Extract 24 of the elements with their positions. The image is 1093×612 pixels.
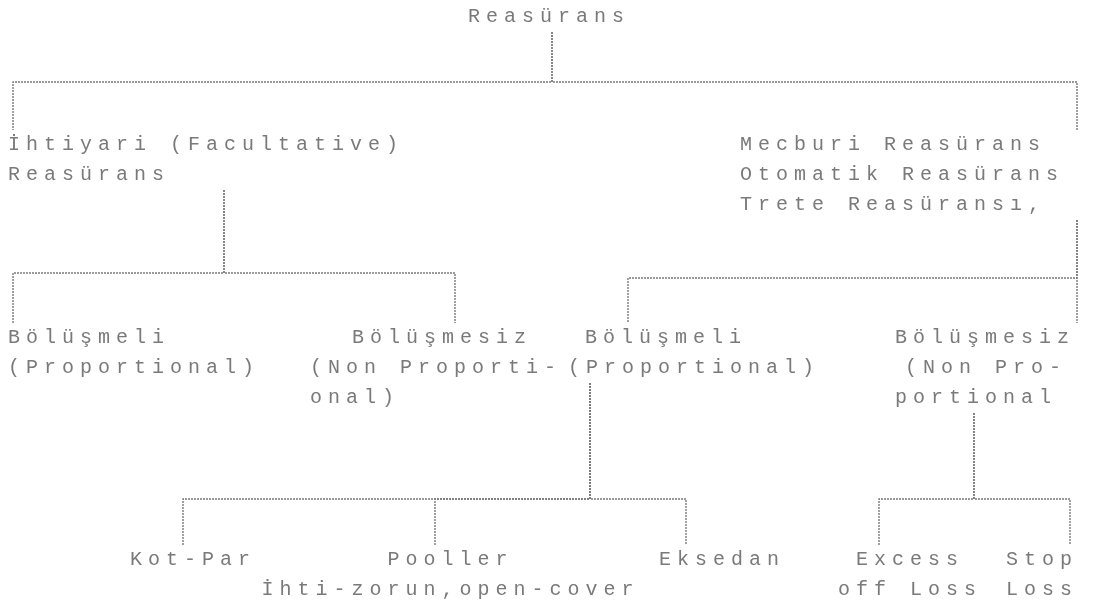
connector-line xyxy=(223,189,456,324)
node-label: Bölüşmesiz xyxy=(895,325,1077,351)
node-label: Eksedan xyxy=(659,547,786,573)
connector-line xyxy=(551,31,1078,131)
node-label: Pooller xyxy=(386,547,515,573)
node-sublabel: Trete Reasüransı, xyxy=(740,192,1048,218)
node-label: Stop Loss xyxy=(1006,547,1079,603)
node-label: Bölüşmeli xyxy=(8,325,172,351)
node-label: Bölüşmesiz xyxy=(351,325,534,351)
node-sublabel: (Proportional) xyxy=(8,355,262,381)
node-label: Kot-Par xyxy=(130,547,257,573)
connector-line xyxy=(1076,219,1078,324)
node-sublabel: (Non Pro- portional xyxy=(895,355,1069,411)
node-label: Reasürans xyxy=(468,4,632,30)
node-sublabel: (Non Proporti- onal) xyxy=(310,355,564,411)
connector-line xyxy=(973,412,1071,546)
node-sublabel: İhti-zorun,open-cover xyxy=(260,577,641,603)
connector-line xyxy=(589,382,687,546)
node-label: Mecburi Reasürans xyxy=(740,132,1048,158)
node-label: Excess off Loss xyxy=(837,547,983,603)
node-sublabel: Otomatik Reasürans xyxy=(740,162,1066,188)
node-sublabel: (Proportional) xyxy=(568,355,822,381)
node-label: Bölüşmeli xyxy=(584,325,749,351)
node-label: İhtiyari (Facultative) Reasürans xyxy=(8,132,406,188)
